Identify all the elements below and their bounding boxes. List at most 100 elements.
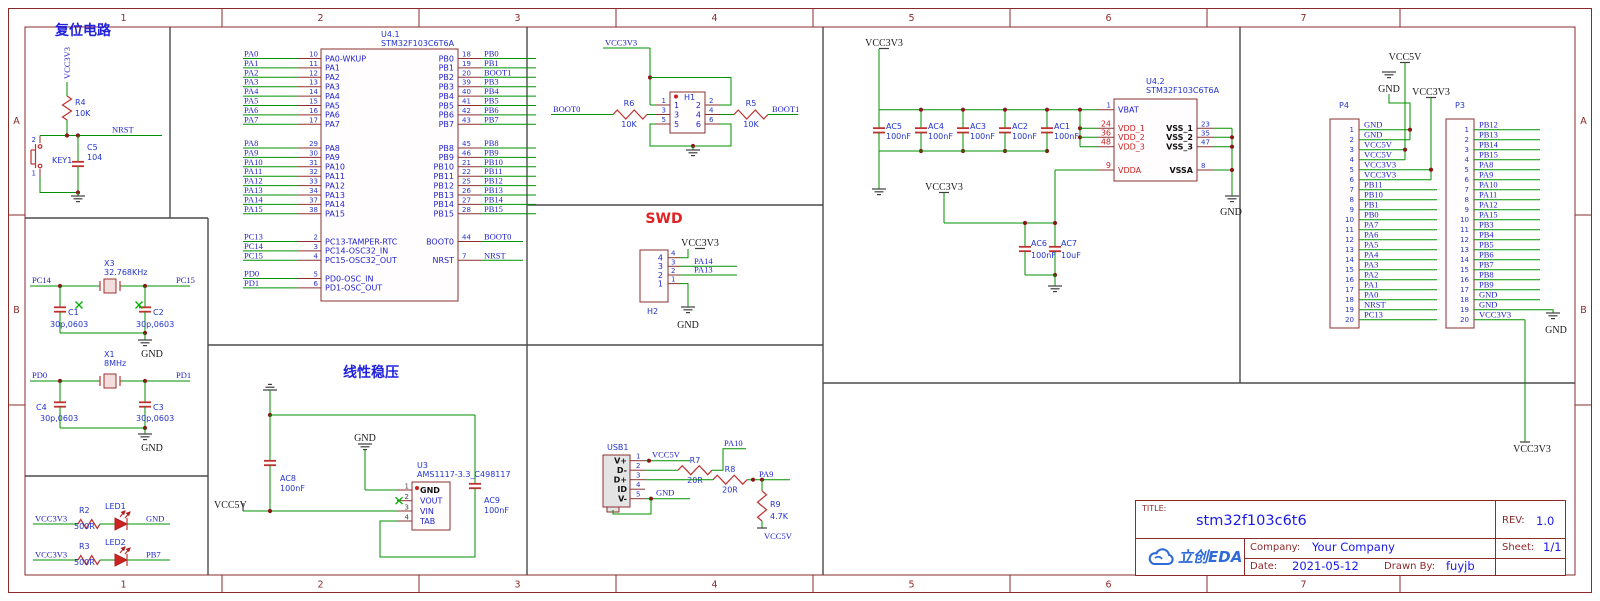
- net-label[interactable]: PA4: [1364, 250, 1379, 260]
- net-label-pa13[interactable]: PA13: [694, 265, 713, 275]
- net-label[interactable]: PA14: [244, 194, 263, 204]
- net-label[interactable]: PA12: [1479, 200, 1498, 210]
- company-value[interactable]: Your Company: [1312, 540, 1395, 554]
- net-label[interactable]: BOOT1: [484, 67, 511, 77]
- rev-value[interactable]: 1.0: [1536, 514, 1555, 528]
- net-label[interactable]: PA9: [244, 147, 258, 157]
- net-label[interactable]: PA3: [1364, 260, 1378, 270]
- net-label-pd1[interactable]: PD1: [176, 370, 191, 380]
- net-label[interactable]: PB13: [484, 185, 503, 195]
- net-label[interactable]: PA12: [244, 176, 263, 186]
- drawn-by-value[interactable]: fuyjb: [1446, 559, 1475, 573]
- header-body[interactable]: [669, 91, 706, 134]
- net-label[interactable]: NRST: [484, 250, 507, 260]
- net-label[interactable]: PA15: [1479, 210, 1498, 220]
- net-label[interactable]: PB12: [1479, 120, 1498, 130]
- net-label[interactable]: PA13: [244, 185, 263, 195]
- net-label[interactable]: PB4: [1479, 230, 1494, 240]
- net-label[interactable]: PC13: [1364, 310, 1383, 320]
- net-label[interactable]: PA4: [244, 86, 259, 96]
- net-label[interactable]: PA6: [244, 105, 258, 115]
- net-label[interactable]: PA1: [244, 58, 258, 68]
- net-label[interactable]: NRST: [1364, 300, 1387, 310]
- net-label[interactable]: PB3: [1479, 220, 1494, 230]
- net-label[interactable]: PC13: [244, 232, 263, 242]
- net-label[interactable]: PA9: [1479, 170, 1493, 180]
- net-label[interactable]: PB1: [1364, 200, 1379, 210]
- net-label[interactable]: PA0: [1364, 290, 1378, 300]
- chip-body[interactable]: [320, 48, 459, 302]
- power-flag-vcc5v[interactable]: VCC5V: [1389, 52, 1423, 63]
- net-label[interactable]: PB13: [1479, 130, 1498, 140]
- net-label-vcc5v[interactable]: VCC5V: [764, 531, 793, 541]
- net-label[interactable]: PA11: [1479, 190, 1497, 200]
- net-label[interactable]: PB6: [1479, 250, 1494, 260]
- power-flag-vcc3v3[interactable]: VCC3V3: [1412, 87, 1450, 98]
- net-label[interactable]: PC15: [244, 250, 263, 260]
- date-value[interactable]: 2021-05-12: [1292, 559, 1359, 573]
- net-label[interactable]: PB10: [484, 157, 503, 167]
- net-label[interactable]: GND: [1479, 290, 1497, 300]
- net-label[interactable]: PB7: [1479, 260, 1494, 270]
- net-label[interactable]: PB7: [146, 550, 161, 560]
- net-label-vcc3v3[interactable]: VCC3V3: [35, 550, 67, 560]
- header-p4[interactable]: P41GND2GND3VCC5V4VCC5V5VCC3V36VCC3V37PB1…: [1329, 52, 1450, 329]
- net-label[interactable]: PA3: [244, 77, 258, 87]
- net-label[interactable]: PB0: [1364, 210, 1379, 220]
- net-label[interactable]: BOOT0: [484, 232, 511, 242]
- net-label[interactable]: GND: [1364, 130, 1382, 140]
- net-label[interactable]: PB5: [484, 96, 499, 106]
- net-label[interactable]: VCC3V3: [1364, 170, 1396, 180]
- net-label[interactable]: PA5: [1364, 240, 1378, 250]
- net-label-boot1[interactable]: BOOT1: [772, 104, 799, 114]
- power-flag-vcc3v3[interactable]: VCC3V3: [925, 182, 963, 193]
- net-label[interactable]: PA15: [244, 204, 263, 214]
- power-circuit[interactable]: VCC3V3AC5100nFAC4100nFAC3100nFAC2100nFAC…: [865, 38, 1242, 293]
- net-label[interactable]: PB14: [1479, 140, 1499, 150]
- net-label[interactable]: PA10: [244, 157, 263, 167]
- net-label-vcc5v[interactable]: VCC5V: [652, 450, 681, 460]
- net-label-nrst[interactable]: NRST: [112, 125, 135, 135]
- net-label-pa9[interactable]: PA9: [759, 469, 773, 479]
- net-label-pc15[interactable]: PC15: [176, 275, 195, 285]
- net-label[interactable]: PD0: [244, 269, 259, 279]
- net-label[interactable]: PB8: [1479, 270, 1494, 280]
- net-label[interactable]: PB7: [484, 114, 499, 124]
- header-body[interactable]: [639, 249, 669, 303]
- sheet-title[interactable]: stm32f103c6t6: [1196, 513, 1307, 529]
- net-label[interactable]: PA2: [244, 67, 258, 77]
- net-label[interactable]: PB9: [484, 147, 499, 157]
- net-label[interactable]: GND: [146, 514, 164, 524]
- net-label-pa14[interactable]: PA14: [694, 256, 713, 266]
- net-label[interactable]: PA8: [1479, 160, 1493, 170]
- net-label[interactable]: PB1: [484, 58, 499, 68]
- net-label[interactable]: PB9: [1479, 280, 1494, 290]
- power-flag-vcc5v[interactable]: VCC5V: [214, 500, 248, 511]
- net-label[interactable]: PB11: [484, 166, 503, 176]
- net-label[interactable]: VCC3V3: [1479, 310, 1511, 320]
- net-label[interactable]: PA5: [244, 96, 258, 106]
- power-flag-vcc3v3[interactable]: VCC3V3: [681, 238, 719, 249]
- net-label[interactable]: PA11: [244, 166, 262, 176]
- usb-body[interactable]: [602, 454, 631, 508]
- net-label[interactable]: PA10: [1479, 180, 1498, 190]
- net-label[interactable]: PB15: [484, 204, 503, 214]
- connector-body[interactable]: [1445, 118, 1475, 329]
- net-label[interactable]: GND: [1364, 120, 1382, 130]
- net-label-gnd[interactable]: GND: [656, 488, 674, 498]
- net-label-vcc3v3[interactable]: VCC3V3: [62, 47, 72, 79]
- net-label[interactable]: PA0: [244, 49, 258, 59]
- net-label[interactable]: PB12: [484, 176, 503, 186]
- net-label[interactable]: PA1: [1364, 280, 1378, 290]
- connector-body[interactable]: [1329, 118, 1360, 329]
- net-label-pa10[interactable]: PA10: [724, 438, 743, 448]
